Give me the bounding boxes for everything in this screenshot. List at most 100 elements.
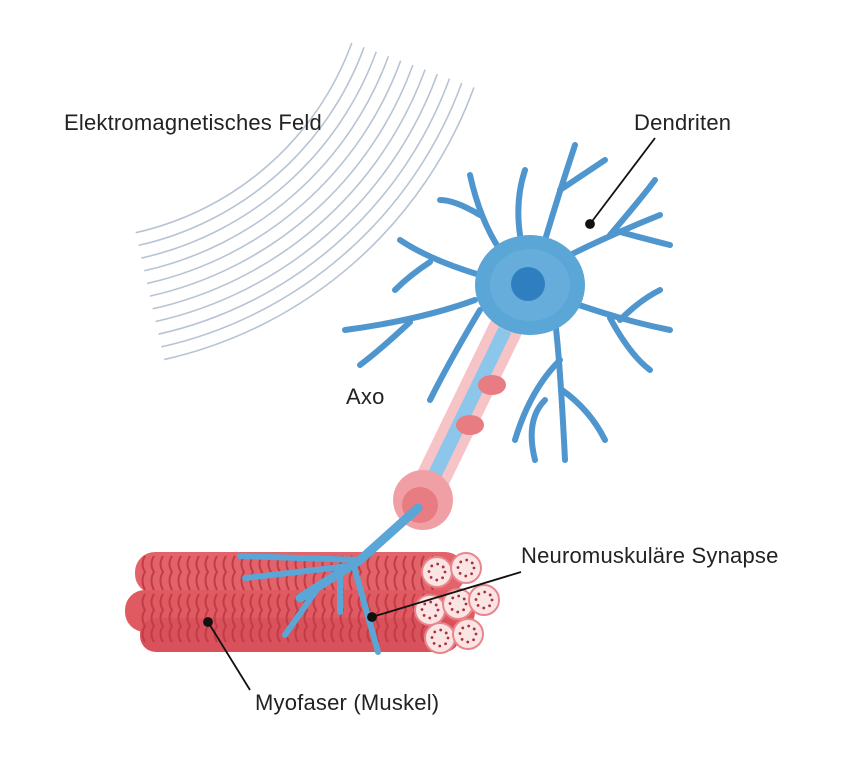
myofibril-dot [483,590,487,594]
myofibril-dot [422,614,426,617]
myofibril-dot [470,561,474,565]
myofibril-dot [429,576,433,579]
striation [231,555,237,643]
myofibril-dot [458,572,462,575]
myofibril-dot [438,644,442,648]
myofibril-dot [490,598,494,602]
field-wave [152,69,426,310]
striation [393,555,399,643]
myofibril-dot [436,608,440,612]
myofibril-dot [423,602,427,606]
myofibril-dot [457,594,461,598]
myofibril-dot [451,596,455,600]
striation [159,555,165,643]
striation [258,555,264,643]
striation [186,555,192,643]
myofibril-dot [444,642,447,646]
myofibril-dot [459,560,463,564]
myofibril-dot [461,626,465,630]
myofibril-dot [482,606,486,610]
dendrites [342,142,673,463]
striation [411,555,417,643]
myofibril-dot [429,600,433,604]
myofibril-dot [444,631,448,635]
field-wave [141,51,377,259]
myofibril-dot [472,566,476,570]
myofibril-dot [450,608,454,611]
electromagnetic-field-waves [135,42,475,361]
leader-lines [203,137,656,691]
myofibril-dot [432,642,436,645]
myofibril-dot [472,627,476,631]
muscle-fiber-bundle [125,552,500,654]
myofibril-dot [467,624,471,628]
myofibril-dot [434,614,437,618]
myofibril-dot [427,570,431,573]
myofibril-dot [441,576,444,580]
fiber-cross-section [452,618,484,650]
striation [222,555,228,643]
field-wave [163,87,475,361]
myofibril-dot [430,564,434,568]
field-wave [155,73,439,323]
myofibril-dot [435,578,439,582]
striation [177,555,183,643]
field-wave [161,82,463,348]
label-axon: Axo [346,384,385,409]
myofibril-dot [436,562,440,566]
striation [249,555,255,643]
myofibril-dot [472,638,475,642]
nucleus [511,267,545,301]
striation [384,555,390,643]
myofibril-dot [488,593,492,597]
fiber-cross-section [450,552,482,584]
myofibril-dot [464,574,468,578]
myofibril-dot [448,602,452,605]
field-wave [149,64,414,297]
myofibril-dot [456,610,460,614]
striation [168,555,174,643]
cell-body [475,235,585,335]
myofibril-dot [466,640,470,644]
field-wave [138,47,365,247]
myofibril-dot [462,597,466,601]
myofibril-dot [433,630,437,634]
fiber-cross-section [424,622,456,654]
fiber-cross-section [421,556,453,588]
myofibril-dot [434,603,438,607]
myofibril-dot [456,566,460,569]
fiber-cross-section [468,584,500,616]
myofibril-dot [477,592,481,596]
striation [267,555,273,643]
myofibril-dot [420,608,424,611]
label-electromagnetic-field: Elektromagnetisches Feld [64,110,322,135]
striation [150,555,156,643]
myofibril-dot [428,616,432,620]
label-dendrites: Dendriten [634,110,732,135]
myofibril-dot [465,558,469,562]
myofibril-dot [464,602,468,606]
striation [402,555,408,643]
striation [195,555,201,643]
myofibril-dot [460,638,464,641]
myofibril-dot [462,608,465,612]
label-neuromuscular-synapse: Neuromuskuläre Synapse [521,543,779,568]
axon [237,313,522,655]
myofibril-dot [474,598,478,601]
field-wave [146,60,402,285]
field-wave [144,55,390,272]
label-myofiber: Myofaser (Muskel) [255,690,440,715]
myofibril-dot [470,572,473,576]
field-wave [158,78,451,335]
myofibril-dot [476,604,480,607]
myofibril-dot [439,628,443,632]
myofibril-dot [430,636,434,639]
striation [141,555,147,643]
field-wave [135,42,353,234]
myofibril-dot [446,636,450,640]
striation [240,555,246,643]
myofibril-dot [441,565,445,569]
myofibril-dot [474,632,478,636]
